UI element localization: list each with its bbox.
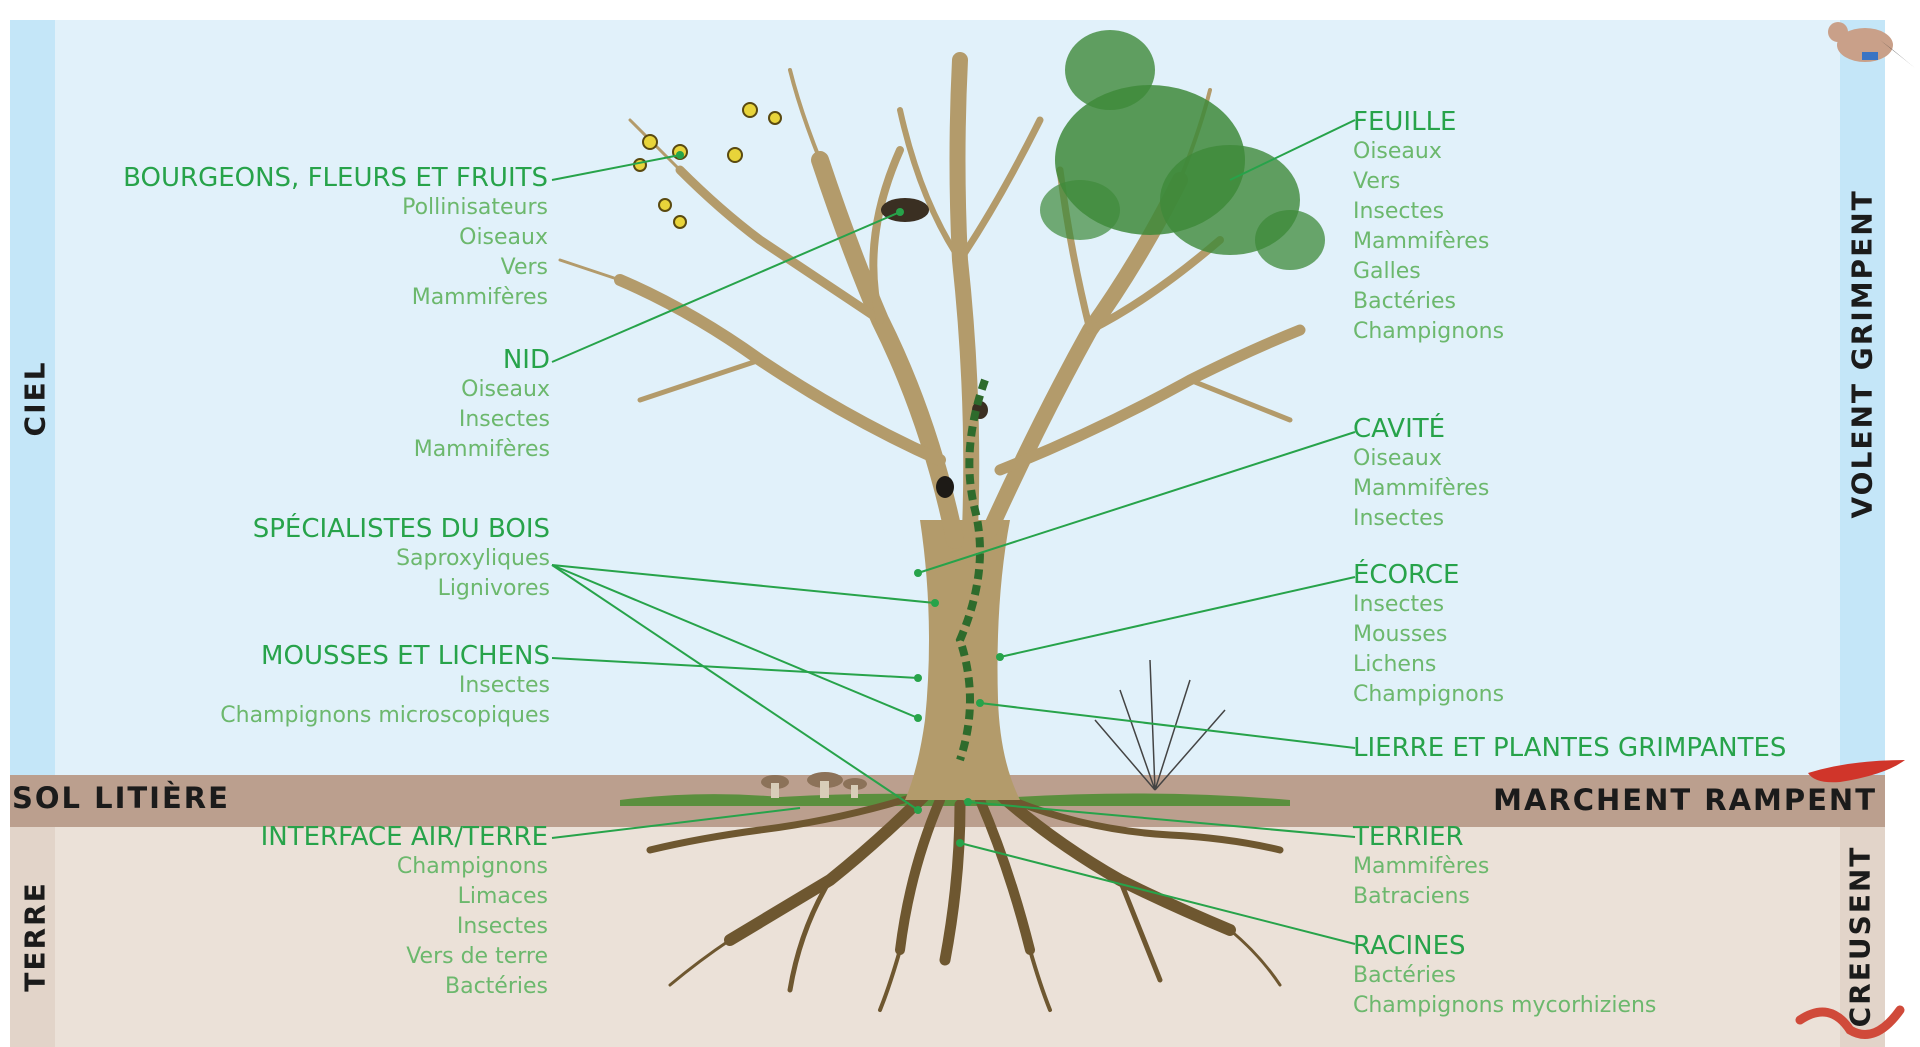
nest [881,198,929,222]
label-item: Bactéries [1353,963,1456,988]
label-item: Champignons microscopiques [220,703,550,728]
label-item: Insectes [456,914,548,939]
label-item: Mammifères [1353,476,1490,501]
label-item: Mousses [1353,622,1448,647]
label-item: Champignons mycorhiziens [1353,993,1657,1018]
zone-label-marchent-rampent: MARCHENT RAMPENT [1493,783,1877,817]
leader-lines [551,119,1356,945]
label-title: RACINES [1353,931,1466,961]
worm-icon [1795,1005,1905,1039]
label-item: Insectes [458,673,550,698]
label-title: NID [502,345,550,375]
label-item: Champignons [1353,319,1505,344]
left-soil-band [10,827,55,1047]
zone-label-terre: TERRE [18,881,52,992]
label-item: Limaces [457,884,548,909]
label-item: Oiseaux [461,377,550,402]
shrub [1094,659,1226,791]
branches [558,52,1306,549]
label-item: Batraciens [1353,884,1470,909]
ivy [955,378,989,762]
slug-icon [1808,760,1905,783]
label-item: Galles [1353,259,1421,284]
label-item: Mammifères [1353,854,1490,879]
label-item: Bactéries [445,974,548,999]
label-specialistes-du-bois: SPÉCIALISTES DU BOIS Saproxyliques Ligni… [253,514,550,604]
label-item: Insectes [1353,506,1445,531]
right-sky-band [1840,20,1885,775]
label-title: MOUSSES ET LICHENS [261,641,550,671]
label-nid: NID Oiseaux Insectes Mammifères [414,345,550,465]
label-title: ÉCORCE [1353,560,1460,590]
label-item: Insectes [1353,199,1445,224]
left-sky-band [10,20,55,775]
cavity [936,476,954,498]
label-item: Oiseaux [459,225,548,250]
label-item: Vers [1353,169,1401,194]
label-cavite: CAVITÉ Oiseaux Mammifères Insectes [1353,414,1489,534]
label-item: Oiseaux [1353,446,1442,471]
foliage [1040,30,1325,270]
label-ecorce: ÉCORCE Insectes Mousses Lichens Champign… [1353,560,1504,710]
label-mousses-et-lichens: MOUSSES ET LICHENS Insectes Champignons … [220,641,550,731]
label-item: Champignons [1353,682,1505,707]
label-bourgeons: BOURGEONS, FLEURS ET FRUITS Pollinisateu… [123,163,548,313]
label-title: INTERFACE AIR/TERRE [260,822,548,852]
label-racines: RACINES Bactéries Champignons mycorhizie… [1353,931,1656,1021]
label-lierre: LIERRE ET PLANTES GRIMPANTES [1353,733,1786,763]
zone-label-creusent: CREUSENT [1843,845,1877,1028]
label-terrier: TERRIER Mammifères Batraciens [1353,822,1489,912]
label-item: Bactéries [1353,289,1456,314]
label-item: Oiseaux [1353,139,1442,164]
mushrooms [761,772,867,798]
label-feuille: FEUILLE Oiseaux Vers Insectes Mammifères… [1353,107,1504,347]
label-title: CAVITÉ [1353,414,1446,444]
zone-label-volent-grimpent: VOLENT GRIMPENT [1845,189,1879,519]
trunk [905,520,1020,800]
label-item: Vers de terre [406,944,548,969]
label-item: Vers [500,255,548,280]
label-title: FEUILLE [1353,107,1457,137]
zone-label-ciel: CIEL [18,360,52,437]
label-item: Mammifères [413,437,550,462]
bird-icon [1828,22,1915,68]
zone-label-sol-litiere: SOL LITIÈRE [12,781,230,815]
label-item: Saproxyliques [396,546,550,571]
label-item: Lignivores [437,576,550,601]
label-item: Pollinisateurs [402,195,548,220]
label-item: Mammifères [411,285,548,310]
right-soil-band [1840,827,1885,1047]
label-item: Champignons [396,854,548,879]
label-item: Lichens [1353,652,1437,677]
label-item: Insectes [458,407,550,432]
label-item: Mammifères [1353,229,1490,254]
leader-dots [676,151,1004,847]
label-title: SPÉCIALISTES DU BOIS [252,514,550,544]
label-interface-air-terre: INTERFACE AIR/TERRE Champignons Limaces … [261,822,548,1002]
label-title: BOURGEONS, FLEURS ET FRUITS [123,163,548,193]
label-title: LIERRE ET PLANTES GRIMPANTES [1353,733,1787,763]
label-item: Insectes [1353,592,1445,617]
label-title: TERRIER [1353,822,1464,852]
roots [646,784,1284,1012]
